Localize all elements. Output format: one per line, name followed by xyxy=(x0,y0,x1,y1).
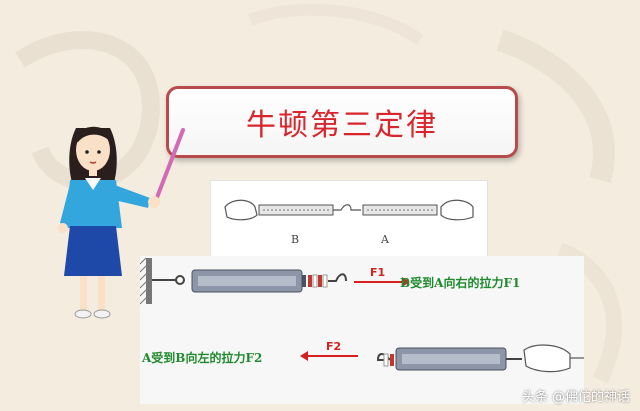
spring-scales-sketch xyxy=(224,199,474,221)
force-f2-caption: A受到B向左的拉力F2 xyxy=(142,351,263,365)
spring-scale-photo: B A xyxy=(210,180,488,258)
watermark: 头条 @佛佗的神话 xyxy=(521,390,630,405)
force-f1-caption: B受到A向右的拉力F1 xyxy=(400,276,521,290)
force-f2-label: F2 xyxy=(326,340,342,353)
force-diagram-panel: F1 B受到A向右的拉力F1 F2 A受到B向左的拉力F2 xyxy=(139,256,584,404)
teacher-illustration xyxy=(58,126,185,319)
scale-label-b: B xyxy=(291,233,300,246)
scale-label-a: A xyxy=(381,233,389,246)
force-f1-label: F1 xyxy=(370,266,386,279)
slide-title: 牛顿第三定律 xyxy=(246,108,438,143)
title-box: 牛顿第三定律 xyxy=(166,86,518,158)
force-diagram xyxy=(139,257,584,373)
